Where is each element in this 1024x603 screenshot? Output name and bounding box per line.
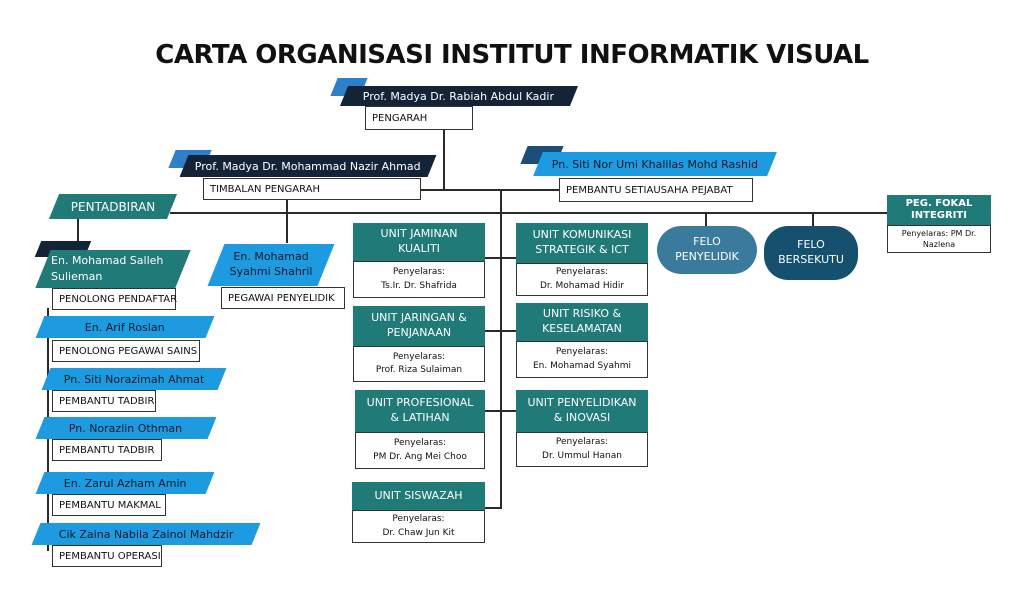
admin-staff-role-box: PENOLONG PENDAFTAR (52, 288, 178, 310)
unit-body: Penyelaras: Dr. Mohamad Hidir (516, 263, 648, 296)
unit-header: UNIT KOMUNIKASI STRATEGIK & ICT (516, 223, 648, 263)
unit-coordinator-label: Penyelaras: (393, 438, 447, 449)
admin-staff-name: Cik Zaina Nabila Zainol Mahdzir (58, 527, 234, 541)
researcher-role: PEGAWAI PENYELIDIK (228, 292, 335, 304)
researcher-name-banner: En. Mohamad Syahmi Shahril (207, 244, 335, 286)
admin-staff-name-banner: En. Mohamad Salleh Sulieman (35, 250, 191, 288)
admin-staff-role-box: PEMBANTU TADBIR (52, 390, 156, 412)
focal-body: Penyelaras: PM Dr. Nazlena (887, 225, 991, 253)
deputy-role-box: TIMBALAN PENGARAH (203, 178, 421, 200)
deputy-name-banner: Prof. Madya Dr. Mohammad Nazir Ahmad (179, 155, 437, 177)
unit-header: UNIT RISIKO & KESELAMATAN (516, 303, 648, 341)
unit-name: UNIT PROFESIONAL & LATIHAN (366, 396, 474, 424)
unit-coordinator-label: Penyelaras: (392, 267, 446, 278)
unit-header: UNIT JAMINAN KUALITI (353, 223, 485, 261)
researcher-role-box: PEGAWAI PENYELIDIK (221, 287, 345, 309)
admin-staff-name-banner: En. Arif Roslan (35, 316, 215, 338)
unit-coordinator: Dr. Ummul Hanan (542, 450, 622, 461)
felo-researcher-pill: FELO PENYELIDIK (657, 226, 757, 274)
secretary-role-box: PEMBANTU SETIAUSAHA PEJABAT (559, 178, 753, 202)
admin-staff-name: Pn. Norazlin Othman (69, 421, 183, 435)
unit-name: UNIT RISIKO & KESELAMATAN (542, 307, 622, 335)
unit-body: Penyelaras: Prof. Riza Sulaiman (353, 346, 485, 382)
connector-line (170, 212, 888, 214)
director-role: PENGARAH (372, 112, 428, 124)
admin-banner: PENTADBIRAN (48, 194, 178, 219)
unit-header: UNIT PROFESIONAL & LATIHAN (355, 390, 485, 432)
connector-line (77, 219, 79, 244)
admin-staff-name: En. Mohamad Salleh Sulieman (51, 254, 164, 283)
director-name: Prof. Madya Dr. Rabiah Abdul Kadir (363, 89, 555, 103)
admin-label: PENTADBIRAN (70, 199, 156, 214)
admin-staff-name-banner: En. Zarul Azham Amin (35, 472, 215, 494)
unit-coordinator: Ts.Ir. Dr. Shafrida (381, 280, 457, 291)
felo-associate-pill: FELO BERSEKUTU (764, 226, 858, 280)
unit-header: UNIT SISWAZAH (352, 482, 485, 510)
admin-staff-role-box: PEMBANTU MAKMAL (52, 494, 166, 516)
deputy-role: TIMBALAN PENGARAH (210, 183, 321, 195)
unit-name: UNIT KOMUNIKASI STRATEGIK & ICT (532, 228, 632, 256)
admin-staff-role: PEMBANTU TADBIR (59, 444, 155, 456)
director-name-banner: Prof. Madya Dr. Rabiah Abdul Kadir (339, 86, 579, 106)
unit-coordinator: Prof. Riza Sulaiman (375, 365, 463, 375)
unit-coordinator: Dr. Chaw Jun Kit (382, 527, 455, 538)
felo-label: FELO BERSEKUTU (778, 238, 844, 266)
secretary-name-banner: Pn. Siti Nor Umi Khalilas Mohd Rashid (533, 152, 777, 176)
focal-header: PEG. FOKAL INTEGRITI (887, 195, 991, 225)
connector-line (485, 330, 517, 332)
unit-coordinator-label: Penyelaras: (392, 514, 445, 525)
admin-staff-name-banner: Pn. Norazlin Othman (35, 417, 217, 439)
unit-coordinator-label: Penyelaras: (555, 267, 609, 278)
admin-staff-name: En. Zarul Azham Amin (63, 476, 187, 490)
admin-staff-name-banner: Cik Zaina Nabila Zainol Mahdzir (31, 523, 261, 545)
unit-coordinator-label: Penyelaras: (555, 437, 609, 448)
unit-coordinator-label: Penyelaras: (392, 351, 446, 362)
focal-name: PEG. FOKAL INTEGRITI (905, 197, 973, 222)
admin-staff-role-box: PENOLONG PEGAWAI SAINS (52, 340, 200, 362)
connector-line (443, 130, 445, 190)
director-role-box: PENGARAH (365, 106, 473, 130)
unit-name: UNIT JAMINAN KUALITI (380, 227, 458, 255)
unit-header: UNIT JARINGAN & PENJANAAN (353, 306, 485, 346)
connector-line (485, 257, 517, 259)
unit-body: Penyelaras: PM Dr. Ang Mei Choo (355, 432, 485, 469)
felo-label: FELO PENYELIDIK (675, 235, 739, 263)
admin-staff-role: PENOLONG PEGAWAI SAINS (59, 345, 198, 357)
admin-staff-role-box: PEMBANTU OPERASI (52, 545, 162, 567)
admin-staff-role: PEMBANTU MAKMAL (59, 499, 161, 511)
unit-coordinator: Dr. Mohamad Hidir (539, 280, 625, 291)
admin-staff-name: En. Arif Roslan (85, 320, 165, 334)
deputy-name: Prof. Madya Dr. Mohammad Nazir Ahmad (195, 159, 421, 173)
unit-name: UNIT SISWAZAH (374, 488, 463, 502)
unit-coordinator: PM Dr. Ang Mei Choo (373, 451, 467, 462)
unit-name: UNIT PENYELIDIKAN & INOVASI (527, 396, 637, 424)
researcher-name: En. Mohamad Syahmi Shahril (229, 250, 313, 278)
admin-staff-role: PENOLONG PENDAFTAR (59, 293, 178, 305)
admin-staff-role: PEMBANTU TADBIR (59, 395, 155, 407)
unit-header: UNIT PENYELIDIKAN & INOVASI (516, 390, 648, 432)
connector-line (705, 212, 707, 226)
secretary-name: Pn. Siti Nor Umi Khalilas Mohd Rashid (551, 157, 759, 171)
admin-staff-name-banner: Pn. Siti Norazimah Ahmat (41, 368, 227, 390)
admin-staff-role: PEMBANTU OPERASI (59, 550, 161, 562)
page-title: CARTA ORGANISASI INSTITUT INFORMATIK VIS… (155, 40, 869, 70)
focal-coordinator-label: Penyelaras: PM Dr. (901, 228, 977, 238)
secretary-role: PEMBANTU SETIAUSAHA PEJABAT (566, 184, 733, 196)
connector-line (485, 410, 517, 412)
connector-line (500, 190, 502, 508)
unit-body: Penyelaras: Dr. Ummul Hanan (516, 432, 648, 467)
unit-coordinator: En. Mohamad Syahmi (533, 360, 631, 371)
unit-name: UNIT JARINGAN & PENJANAAN (371, 311, 467, 339)
connector-line (420, 189, 560, 191)
unit-body: Penyelaras: En. Mohamad Syahmi (516, 341, 648, 378)
focal-coordinator: Nazlena (922, 240, 956, 249)
unit-body: Penyelaras: Ts.Ir. Dr. Shafrida (353, 261, 485, 298)
unit-coordinator-label: Penyelaras: (555, 347, 609, 358)
unit-body: Penyelaras: Dr. Chaw Jun Kit (352, 510, 485, 543)
connector-line (485, 507, 502, 509)
connector-line (812, 212, 814, 226)
admin-staff-role-box: PEMBANTU TADBIR (52, 439, 162, 461)
admin-staff-name: Pn. Siti Norazimah Ahmat (63, 372, 205, 386)
connector-line (286, 199, 288, 243)
